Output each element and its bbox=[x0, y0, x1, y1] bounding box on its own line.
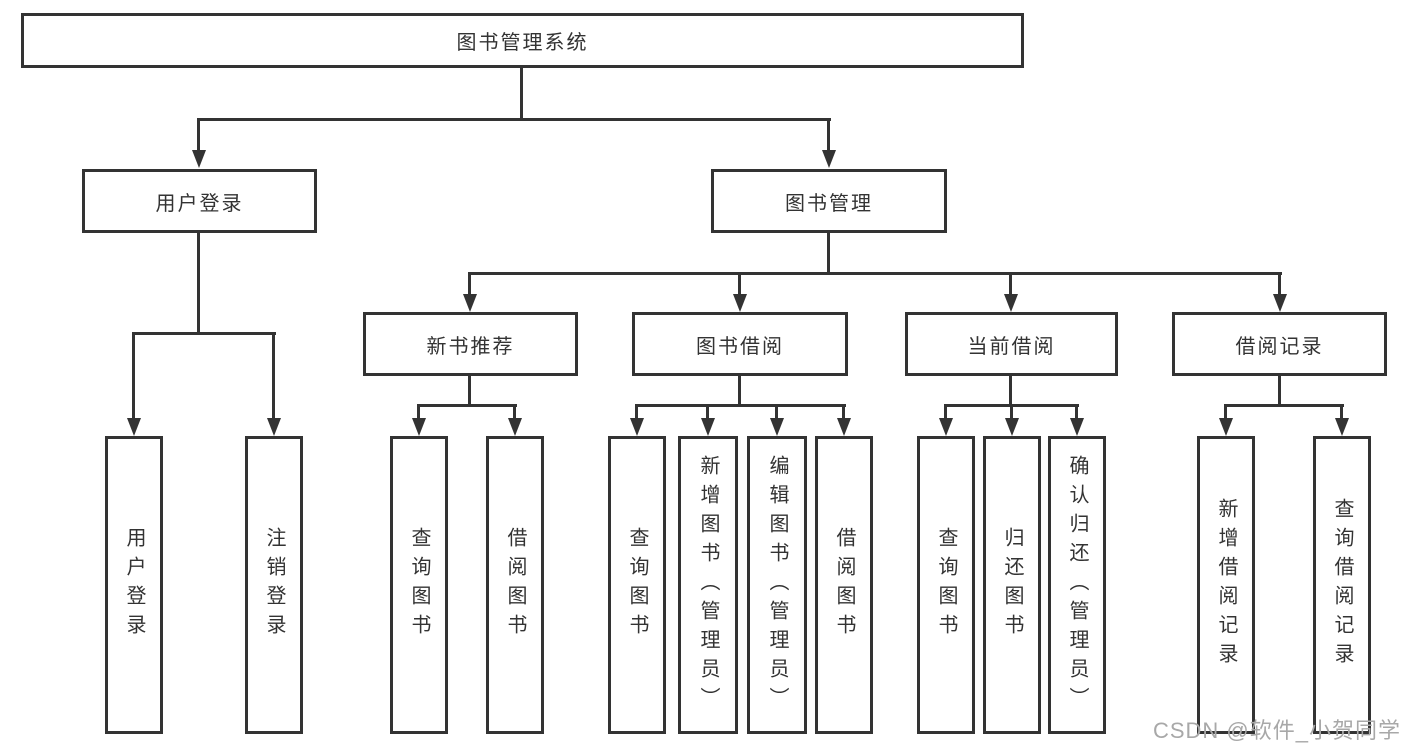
arrow-down-icon bbox=[1005, 418, 1019, 436]
edge-leaf-logout-shaft bbox=[272, 332, 275, 418]
edge-leaf-shaft bbox=[1075, 404, 1078, 418]
edge-new-book-stem bbox=[468, 374, 471, 407]
arrow-down-icon bbox=[939, 418, 953, 436]
node-current-borrow: 当前借阅 bbox=[905, 312, 1118, 376]
edge-user-login-shaft bbox=[197, 118, 200, 152]
edge-book-mgmt-shaft bbox=[827, 118, 830, 152]
leaf-logout: 注销登录 bbox=[245, 436, 303, 734]
edge-book-borrow-stem bbox=[738, 374, 741, 407]
leaf-confirm-return-admin: 确认归还（管理员） bbox=[1048, 436, 1106, 734]
leaf-query-borrow-record: 查询借阅记录 bbox=[1313, 436, 1371, 734]
arrow-down-icon bbox=[1219, 418, 1233, 436]
edge-leaf-shaft bbox=[775, 404, 778, 418]
leaf-return-book-label: 归还图书 bbox=[1001, 527, 1023, 643]
leaf-add-book-admin: 新增图书（管理员） bbox=[678, 436, 738, 734]
edge-book-mgmt-stem bbox=[827, 231, 830, 275]
edge-leaf-shaft bbox=[706, 404, 709, 418]
leaf-borrow-book-recommend: 借阅图书 bbox=[486, 436, 544, 734]
leaf-logout-label: 注销登录 bbox=[263, 527, 285, 643]
arrow-down-icon bbox=[463, 294, 477, 312]
arrow-down-icon bbox=[822, 150, 836, 168]
leaf-query-book-current-label: 查询图书 bbox=[935, 527, 957, 643]
leaf-confirm-return-admin-label: 确认归还（管理员） bbox=[1066, 454, 1088, 716]
edge-leaf-shaft bbox=[1224, 404, 1227, 418]
edge-leaf-shaft bbox=[513, 404, 516, 418]
node-borrow-record: 借阅记录 bbox=[1172, 312, 1387, 376]
node-book-management: 图书管理 bbox=[711, 169, 947, 233]
leaf-edit-book-admin-label: 编辑图书（管理员） bbox=[766, 454, 788, 716]
edge-new-book-leafbranch bbox=[417, 404, 517, 407]
leaf-query-book-current: 查询图书 bbox=[917, 436, 975, 734]
leaf-return-book: 归还图书 bbox=[983, 436, 1041, 734]
edge-current-borrow-stem bbox=[1009, 374, 1012, 407]
edge-current-borrow-shaft bbox=[1009, 272, 1012, 296]
arrow-down-icon bbox=[1070, 418, 1084, 436]
arrow-down-icon bbox=[267, 418, 281, 436]
node-root: 图书管理系统 bbox=[21, 13, 1024, 68]
leaf-add-book-admin-label: 新增图书（管理员） bbox=[697, 454, 719, 716]
edge-user-login-branch bbox=[132, 332, 276, 335]
edge-leaf-login-shaft bbox=[132, 332, 135, 418]
edge-root-stem bbox=[520, 66, 523, 120]
edge-root-branch bbox=[197, 118, 831, 121]
leaf-query-book-recommend-label: 查询图书 bbox=[408, 527, 430, 643]
leaf-edit-book-admin: 编辑图书（管理员） bbox=[747, 436, 807, 734]
leaf-query-book-borrow-label: 查询图书 bbox=[626, 527, 648, 643]
edge-leaf-shaft bbox=[1010, 404, 1013, 418]
node-borrow-record-label: 借阅记录 bbox=[1235, 335, 1324, 358]
arrow-down-icon bbox=[733, 294, 747, 312]
node-root-label: 图书管理系统 bbox=[456, 32, 589, 54]
leaf-query-book-recommend: 查询图书 bbox=[390, 436, 448, 734]
edge-leaf-shaft bbox=[417, 404, 420, 418]
edge-book-borrow-leafbranch bbox=[635, 404, 846, 407]
edge-borrow-record-shaft bbox=[1278, 272, 1281, 296]
node-new-book-recommend: 新书推荐 bbox=[363, 312, 578, 376]
arrow-down-icon bbox=[1335, 418, 1349, 436]
node-user-login-label: 用户登录 bbox=[155, 192, 244, 215]
edge-book-borrow-shaft bbox=[738, 272, 741, 296]
node-book-management-label: 图书管理 bbox=[785, 192, 873, 215]
arrow-down-icon bbox=[770, 418, 784, 436]
arrow-down-icon bbox=[412, 418, 426, 436]
edge-new-book-shaft bbox=[468, 272, 471, 296]
arrow-down-icon bbox=[192, 150, 206, 168]
leaf-add-borrow-record: 新增借阅记录 bbox=[1197, 436, 1255, 734]
arrow-down-icon bbox=[1273, 294, 1287, 312]
node-book-borrow-label: 图书借阅 bbox=[696, 335, 784, 358]
node-book-borrow: 图书借阅 bbox=[632, 312, 848, 376]
edge-leaf-shaft bbox=[842, 404, 845, 418]
leaf-borrow-book-recommend-label: 借阅图书 bbox=[504, 527, 526, 643]
leaf-borrow-book-borrow-label: 借阅图书 bbox=[833, 527, 855, 643]
edge-leaf-shaft bbox=[1340, 404, 1343, 418]
leaf-user-login: 用户登录 bbox=[105, 436, 163, 734]
edge-borrow-record-stem bbox=[1278, 374, 1281, 407]
arrow-down-icon bbox=[701, 418, 715, 436]
edge-user-login-stem bbox=[197, 231, 200, 335]
csdn-watermark: CSDN @软件_小贺同学 bbox=[1152, 718, 1401, 743]
edge-borrow-record-leafbranch bbox=[1224, 404, 1344, 407]
arrow-down-icon bbox=[508, 418, 522, 436]
leaf-query-book-borrow: 查询图书 bbox=[608, 436, 666, 734]
edge-level3-branch bbox=[468, 272, 1282, 275]
node-current-borrow-label: 当前借阅 bbox=[967, 335, 1056, 358]
arrow-down-icon bbox=[127, 418, 141, 436]
arrow-down-icon bbox=[837, 418, 851, 436]
arrow-down-icon bbox=[630, 418, 644, 436]
arrow-down-icon bbox=[1004, 294, 1018, 312]
leaf-add-borrow-record-label: 新增借阅记录 bbox=[1215, 498, 1237, 672]
node-new-book-recommend-label: 新书推荐 bbox=[426, 335, 515, 358]
node-user-login: 用户登录 bbox=[82, 169, 317, 233]
leaf-query-borrow-record-label: 查询借阅记录 bbox=[1331, 498, 1353, 672]
edge-leaf-shaft bbox=[635, 404, 638, 418]
leaf-user-login-label: 用户登录 bbox=[123, 527, 145, 643]
leaf-borrow-book-borrow: 借阅图书 bbox=[815, 436, 873, 734]
edge-leaf-shaft bbox=[944, 404, 947, 418]
